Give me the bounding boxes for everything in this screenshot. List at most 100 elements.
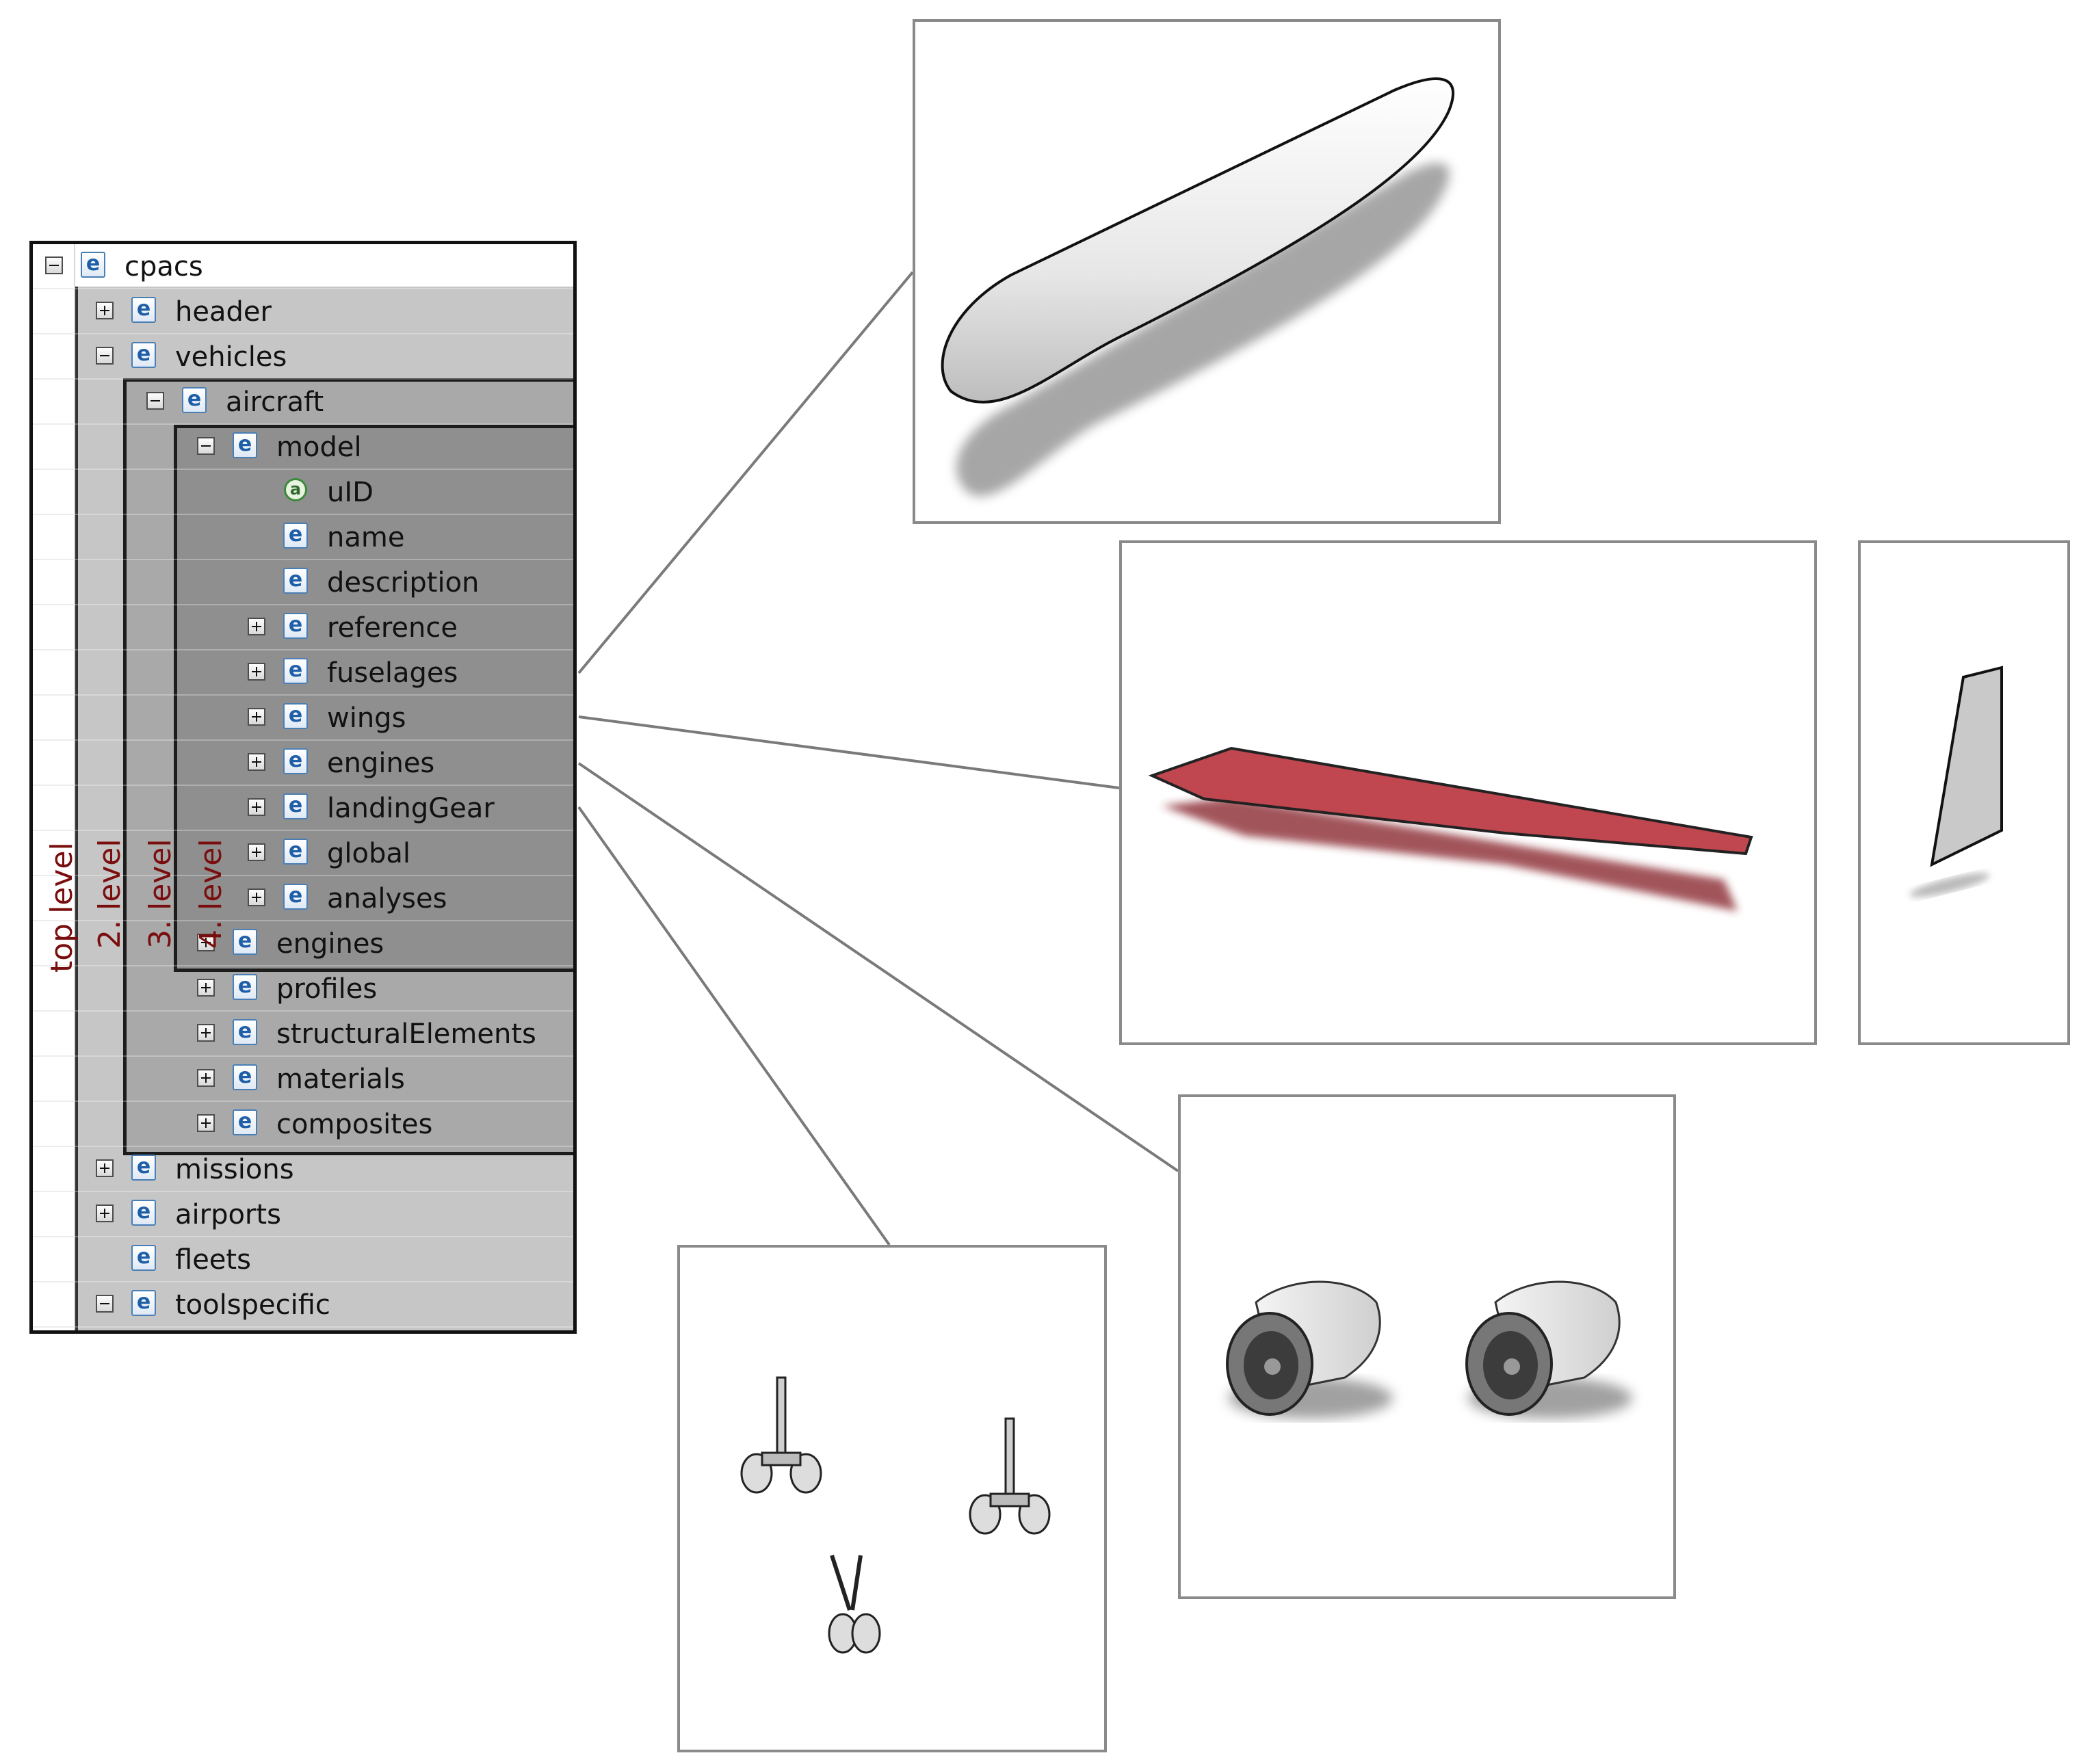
expand-icon[interactable] xyxy=(248,708,265,726)
tree-node-label: composites xyxy=(276,1109,433,1140)
engine-right-icon xyxy=(1465,1280,1632,1419)
expand-icon[interactable] xyxy=(248,618,265,635)
fuselage-render xyxy=(913,19,1501,524)
tree-node-label: structuralElements xyxy=(276,1018,536,1050)
expand-icon[interactable] xyxy=(197,934,215,951)
tree-node-label: name xyxy=(327,522,405,553)
tree-node-label: fuselages xyxy=(327,657,458,689)
expand-icon[interactable] xyxy=(197,1069,215,1087)
tree-row-materials[interactable]: e materials xyxy=(33,1057,573,1102)
element-icon: e xyxy=(131,1290,156,1316)
collapse-icon[interactable] xyxy=(96,1295,114,1313)
collapse-icon[interactable] xyxy=(96,347,114,365)
tree-row-missions[interactable]: e missions xyxy=(33,1147,573,1192)
tree-row-structuralElements[interactable]: e structuralElements xyxy=(33,1012,573,1057)
element-icon: e xyxy=(283,703,308,729)
element-icon: e xyxy=(233,929,257,955)
landing-gear-icon xyxy=(740,1376,1051,1654)
tree-node-label: profiles xyxy=(276,973,378,1005)
tree-node-label: model xyxy=(276,432,362,463)
level-label-2: 2. level xyxy=(92,839,127,949)
collapse-icon[interactable] xyxy=(146,392,164,410)
tree-node-label: header xyxy=(175,296,272,328)
tree-node-label: global xyxy=(327,838,410,869)
tree-node-label: cpacs xyxy=(125,251,203,282)
element-icon: e xyxy=(283,793,308,819)
connector-engines xyxy=(577,762,1179,1172)
element-icon: e xyxy=(283,658,308,684)
expand-icon[interactable] xyxy=(96,1159,114,1177)
tree-row-composites[interactable]: e composites xyxy=(33,1102,573,1147)
expand-icon[interactable] xyxy=(248,663,265,681)
engine-left-icon xyxy=(1226,1280,1393,1419)
expand-icon[interactable] xyxy=(248,843,265,861)
element-icon: e xyxy=(283,523,308,549)
nose-gear-icon xyxy=(828,1555,881,1654)
expand-icon[interactable] xyxy=(197,1024,215,1042)
vertical-tail-icon xyxy=(1909,666,2003,897)
element-icon: e xyxy=(131,1200,156,1226)
tree-node-label: description xyxy=(327,567,480,598)
tree-node-label: engines xyxy=(327,748,435,779)
tree-node-label: wings xyxy=(327,702,406,734)
tree-row-engines[interactable]: e engines xyxy=(33,741,573,786)
expand-icon[interactable] xyxy=(96,1204,114,1222)
element-icon: e xyxy=(233,1109,257,1135)
landing-gear-render xyxy=(677,1245,1107,1752)
level-column-1 xyxy=(33,244,75,1330)
collapse-icon[interactable] xyxy=(197,437,215,455)
tree-row-profiles[interactable]: e profiles xyxy=(33,966,573,1012)
tree-node-label: uID xyxy=(327,477,374,508)
tree-row-fuselages[interactable]: e fuselages xyxy=(33,650,573,696)
tree-node-label: materials xyxy=(276,1064,405,1095)
element-icon: e xyxy=(233,1019,257,1045)
element-icon: e xyxy=(131,1155,156,1181)
tree-node-label: missions xyxy=(175,1154,294,1185)
level-label-4: 4. level xyxy=(194,839,228,949)
fuselage-icon xyxy=(941,77,1454,497)
expand-icon[interactable] xyxy=(248,753,265,771)
wing-icon xyxy=(1148,746,1753,911)
element-icon: e xyxy=(233,1064,257,1090)
expand-icon[interactable] xyxy=(248,798,265,816)
element-icon: e xyxy=(283,839,308,865)
expand-icon[interactable] xyxy=(197,1114,215,1132)
element-icon: e xyxy=(233,974,257,1000)
attribute-icon: a xyxy=(283,477,308,503)
collapse-icon[interactable] xyxy=(45,256,63,274)
expand-icon[interactable] xyxy=(197,979,215,997)
element-icon: e xyxy=(131,1245,156,1271)
tree-node-label: fleets xyxy=(175,1244,251,1276)
connector-fuselage xyxy=(577,271,914,674)
engines-render xyxy=(1178,1094,1676,1599)
element-icon: e xyxy=(283,884,308,910)
connector-landing-gear xyxy=(577,806,891,1246)
expand-icon[interactable] xyxy=(96,302,114,319)
element-icon: e xyxy=(283,748,308,774)
element-icon: e xyxy=(131,342,156,368)
expand-icon[interactable] xyxy=(248,888,265,906)
vertical-tail-render xyxy=(1858,540,2070,1045)
tree-node-label: aircraft xyxy=(226,386,324,418)
main-gear-left-icon xyxy=(740,1376,822,1494)
